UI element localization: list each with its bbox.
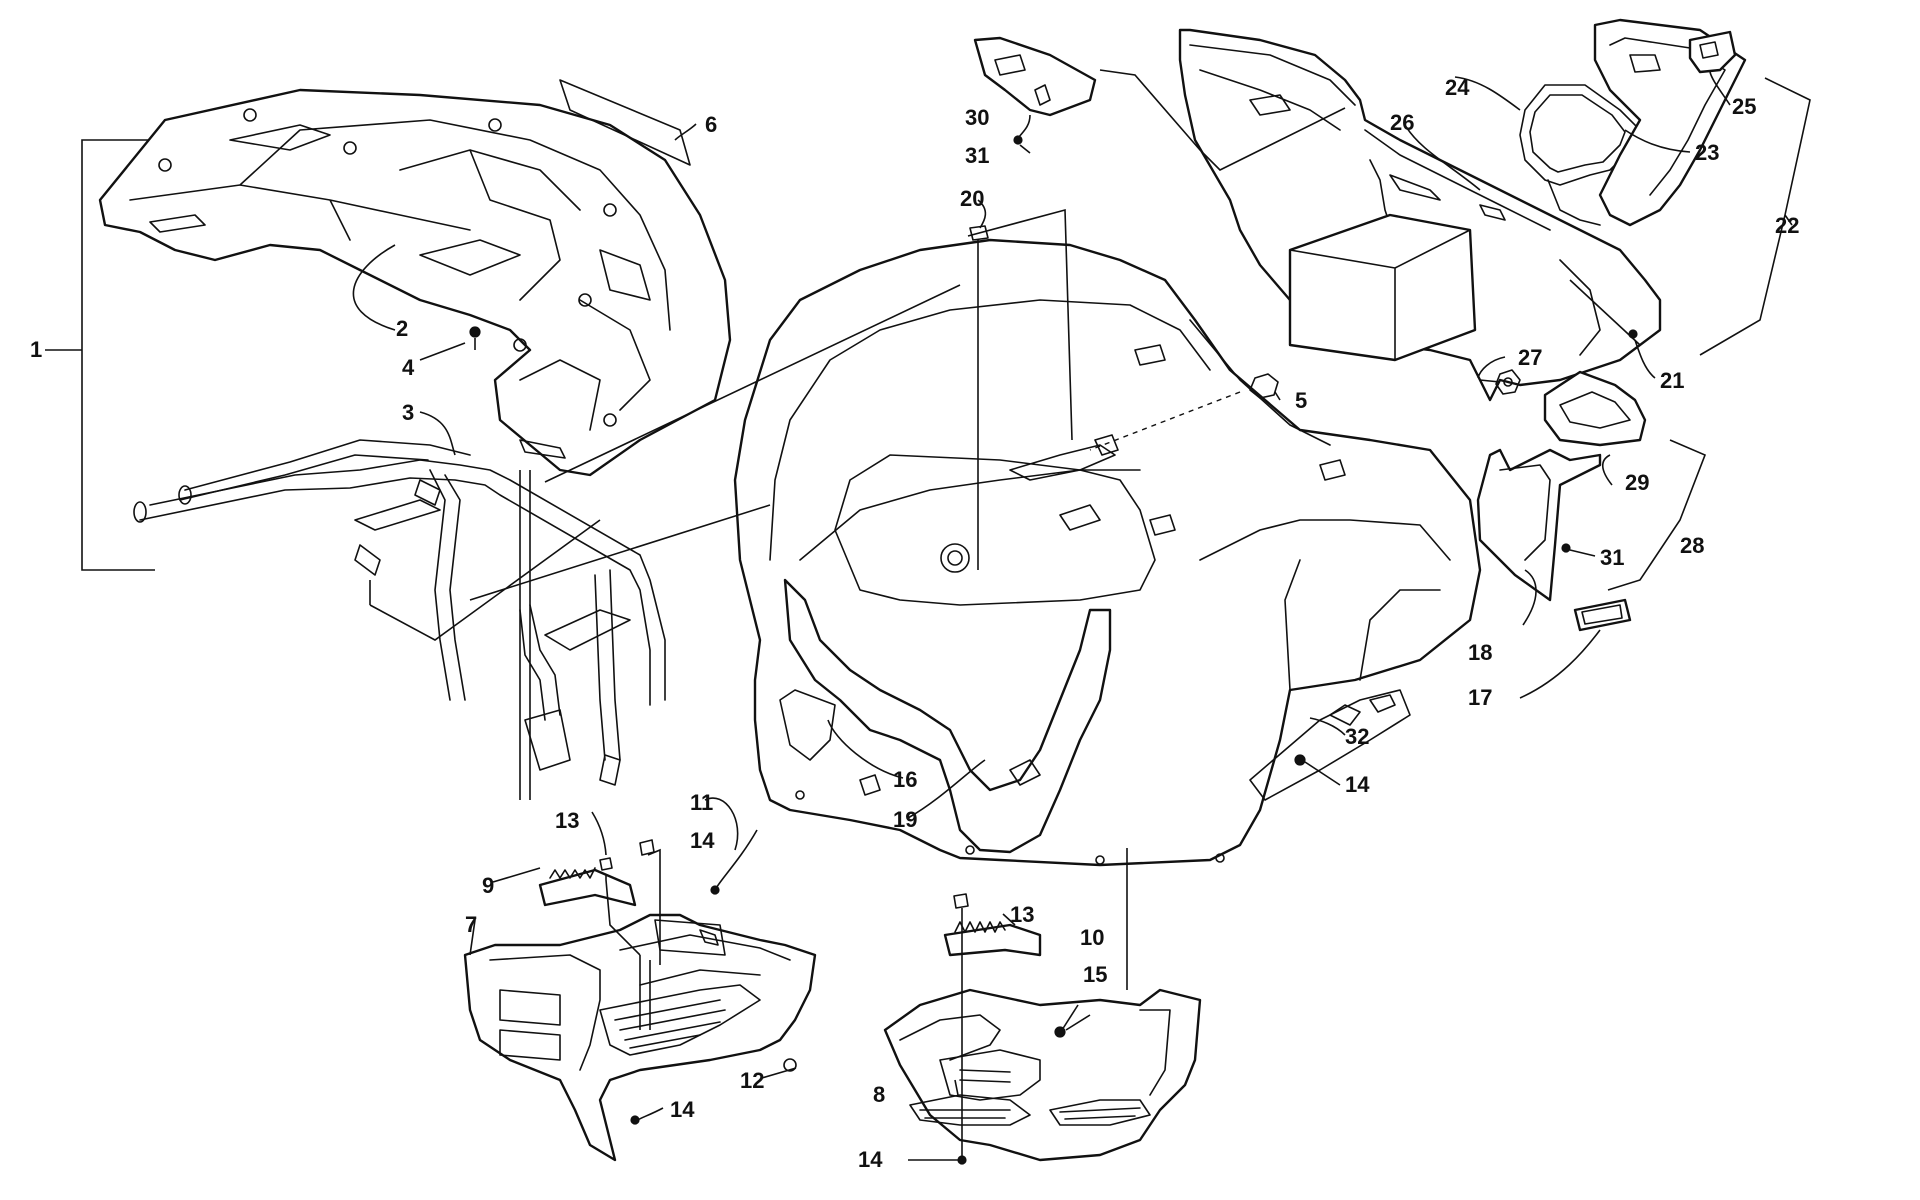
leader-20: [967, 208, 1073, 441]
callout-10: 10: [1080, 925, 1104, 950]
callout-labels: 1 2 4 3 6 30 31 20 5 24 26 25 23 22 27 2…: [30, 75, 1799, 1172]
callout-22: 22: [1775, 213, 1799, 238]
fender-storage-well: [834, 454, 1156, 606]
screw-part-14-fender: [1294, 754, 1306, 766]
screw-part-4: [469, 326, 481, 350]
callout-15: 15: [1083, 962, 1107, 987]
callout-leaders: [352, 71, 1731, 1161]
fender-inner-shape: [769, 299, 1331, 561]
fender-main-part-16: [733, 238, 1482, 867]
callout-16: 16: [893, 767, 917, 792]
callout-25: 25: [1732, 94, 1756, 119]
nut-part-27: [1495, 369, 1521, 395]
bracket-22: [1699, 77, 1811, 356]
callout-18: 18: [1468, 640, 1492, 665]
reflector-part-17: [1573, 598, 1632, 632]
screw-part-11: [639, 839, 655, 856]
leader-rack-bolts: [369, 470, 601, 800]
callout-26: 26: [1390, 110, 1414, 135]
bracket-part-18: [1476, 448, 1602, 602]
callout-3: 3: [402, 400, 414, 425]
footrest-part-9: [538, 868, 637, 907]
callout-28: 28: [1680, 533, 1704, 558]
rear-rack-part-2: [98, 88, 732, 477]
callout-30: 30: [965, 105, 989, 130]
callout-21: 21: [1660, 368, 1684, 393]
callout-12: 12: [740, 1068, 764, 1093]
screw-part-14-left-bottom: [630, 1115, 640, 1125]
callout-31-top: 31: [965, 143, 989, 168]
rack-assembly: [45, 79, 732, 800]
leader-13-left: [605, 874, 641, 956]
leader-29-to-21: [1569, 279, 1641, 346]
screw-part-13-left: [599, 857, 613, 871]
seat-handle-part-24: [1519, 84, 1641, 186]
callout-9: 9: [482, 873, 494, 898]
callout-5: 5: [1295, 388, 1307, 413]
fender-grab-strap-part-19: [783, 578, 1112, 854]
rack-frame-part-3: [133, 439, 666, 786]
callout-32: 32: [1345, 724, 1369, 749]
fender-wave: [1009, 444, 1116, 481]
footrest-part-10: [943, 923, 1042, 957]
bracket-28: [1607, 439, 1707, 591]
screw-part-12: [783, 1058, 797, 1072]
leader-30-to-lid: [1099, 69, 1346, 171]
nut-part-5: [1249, 373, 1279, 399]
rear-fender-body: [733, 208, 1482, 990]
storage-and-tail-light: [973, 18, 1811, 632]
callout-17: 17: [1468, 685, 1492, 710]
callout-14-fender: 14: [1345, 772, 1370, 797]
callout-14-left-bottom: 14: [670, 1097, 695, 1122]
callout-14-right: 14: [858, 1147, 883, 1172]
bracket-part-25: [1688, 30, 1737, 74]
fender-side-panel: [1199, 519, 1451, 691]
screw-part-31-right: [1561, 543, 1571, 553]
screw-part-14-right: [957, 1155, 967, 1165]
callout-7: 7: [465, 912, 477, 937]
callout-13-left: 13: [555, 808, 579, 833]
callout-8: 8: [873, 1082, 885, 1107]
left-footwell: [463, 839, 817, 1162]
screw-part-13-right: [953, 893, 969, 909]
callout-11: 11: [690, 790, 713, 815]
callout-23: 23: [1695, 140, 1719, 165]
callout-29: 29: [1625, 470, 1649, 495]
callout-20: 20: [960, 186, 984, 211]
callout-6: 6: [705, 112, 717, 137]
callout-24: 24: [1445, 75, 1470, 100]
bracket-part-30: [973, 36, 1097, 117]
tail-light-part-29: [1543, 370, 1647, 447]
screw-part-31-top: [1013, 135, 1023, 145]
callout-27: 27: [1518, 345, 1542, 370]
callout-2: 2: [396, 316, 408, 341]
callout-31-right: 31: [1600, 545, 1624, 570]
callout-13-right: 13: [1010, 902, 1034, 927]
callout-4: 4: [402, 355, 415, 380]
callout-19: 19: [893, 807, 917, 832]
callout-1: 1: [30, 337, 42, 362]
fender-tab-16: [779, 689, 836, 761]
callout-14-left-top: 14: [690, 828, 715, 853]
leader-rack-to-fender: [469, 284, 961, 601]
leader-5-dashed: [1089, 391, 1241, 451]
decal-part-6: [559, 79, 691, 166]
right-footwell: [883, 893, 1202, 1165]
bracket-1: [45, 139, 155, 571]
footwell-part-8: [883, 988, 1202, 1162]
